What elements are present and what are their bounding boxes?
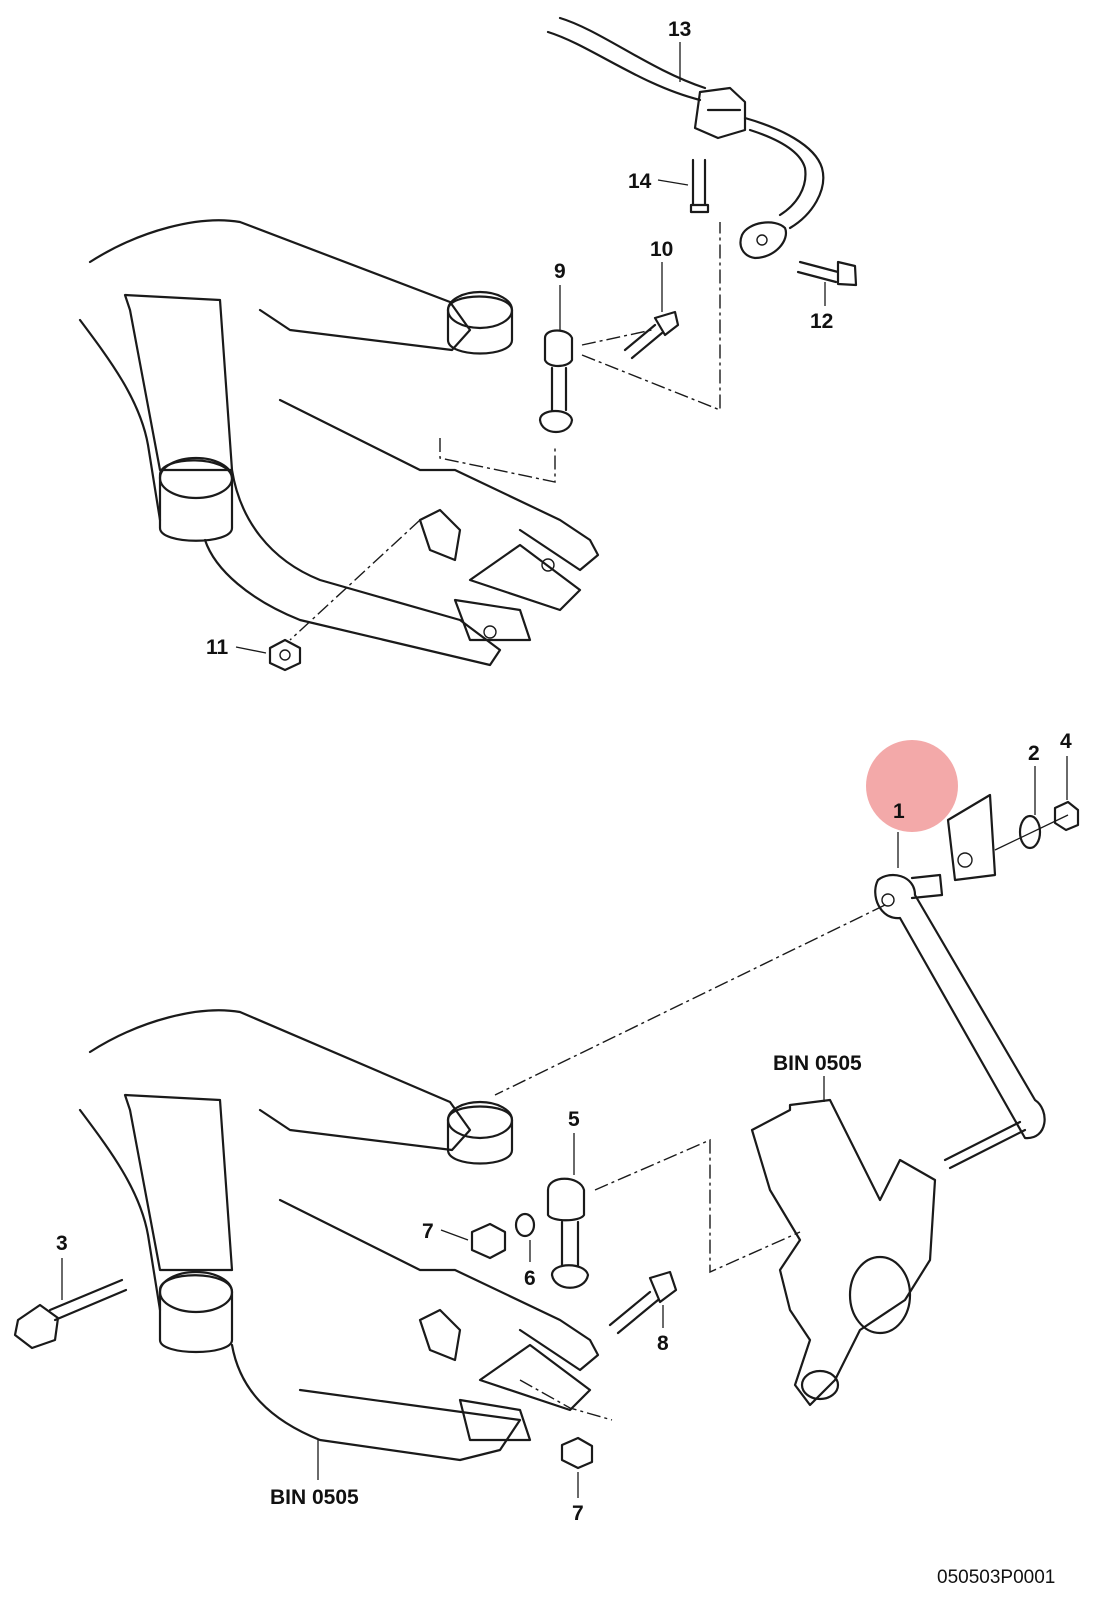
reference-bin-arm: BIN 0505 [270, 1486, 359, 1509]
stabilizer-end-eye [739, 221, 788, 260]
drawing-code: 050503P0001 [937, 1567, 1055, 1588]
callout-14: 14 [628, 170, 652, 193]
bolt-12 [796, 260, 858, 287]
coupling-rod [546, 1177, 590, 1289]
bushing-top [158, 1270, 234, 1314]
assembly-line [494, 904, 886, 1421]
upper-subframe-assembly [78, 16, 858, 672]
bushing-top [446, 1100, 514, 1140]
bracket-hole [957, 852, 973, 868]
wheel-knuckle [750, 1098, 937, 1407]
bolt-10 [623, 310, 680, 360]
callout-2: 2 [1028, 742, 1040, 765]
bolt-hole [483, 625, 497, 639]
callout-9: 9 [554, 260, 566, 283]
mounting-bracket [946, 793, 997, 882]
lower-subframe-assembly [13, 793, 1080, 1470]
subframe-bushing-right [446, 1105, 514, 1165]
bracket-plates [418, 508, 582, 642]
callout-8: 8 [657, 1332, 669, 1355]
assembly-line [289, 222, 721, 641]
link-bolt [943, 1120, 1027, 1170]
callout-1: 1 [893, 800, 905, 823]
hub-bore [848, 1255, 912, 1335]
subframe-bushing-left [158, 459, 234, 542]
washer-2 [1018, 814, 1042, 850]
stabilizer-clamp [693, 86, 747, 140]
bracket-plates [418, 1308, 592, 1442]
callout-6: 6 [524, 1267, 536, 1290]
bushing-top [446, 290, 514, 330]
subframe-bushing-right [446, 295, 514, 355]
nut-hole [279, 649, 291, 661]
subframe-bushing-left [158, 1274, 234, 1354]
callout-4: 4 [1060, 730, 1072, 753]
callout-12: 12 [810, 310, 833, 333]
nut-4 [1053, 800, 1080, 832]
stabilizer-bar [546, 16, 825, 230]
bushing-top [158, 456, 234, 500]
washer-6 [514, 1212, 536, 1238]
knuckle-lower-eye [800, 1369, 840, 1401]
bolt-8 [608, 1270, 678, 1335]
highlight-marker [866, 740, 958, 832]
transverse-link [874, 873, 1046, 1140]
nut-7-lower [560, 1436, 594, 1470]
callout-5: 5 [568, 1108, 580, 1131]
coupling-rod [538, 329, 574, 434]
eye-hole [756, 234, 768, 246]
callout-7-lower: 7 [572, 1502, 584, 1525]
subframe [78, 219, 600, 667]
link-eye [881, 893, 895, 907]
reference-bin-knuckle: BIN 0505 [773, 1052, 862, 1075]
leader-lines [61, 42, 1068, 1498]
assembly-axis [994, 814, 1069, 851]
subframe [78, 1009, 600, 1462]
bolt-hole [541, 558, 555, 572]
callout-10: 10 [650, 238, 673, 261]
nut-7-upper [470, 1222, 507, 1260]
bolt-14 [689, 158, 710, 214]
callout-7-upper: 7 [422, 1220, 434, 1243]
callout-labels: 13 14 9 10 12 11 1 2 4 3 5 7 6 8 7 BIN 0… [56, 18, 1072, 1588]
callout-13: 13 [668, 18, 691, 41]
bolt-3 [13, 1278, 128, 1350]
nut-11 [268, 638, 302, 672]
callout-3: 3 [56, 1232, 68, 1255]
callout-11: 11 [206, 636, 229, 659]
